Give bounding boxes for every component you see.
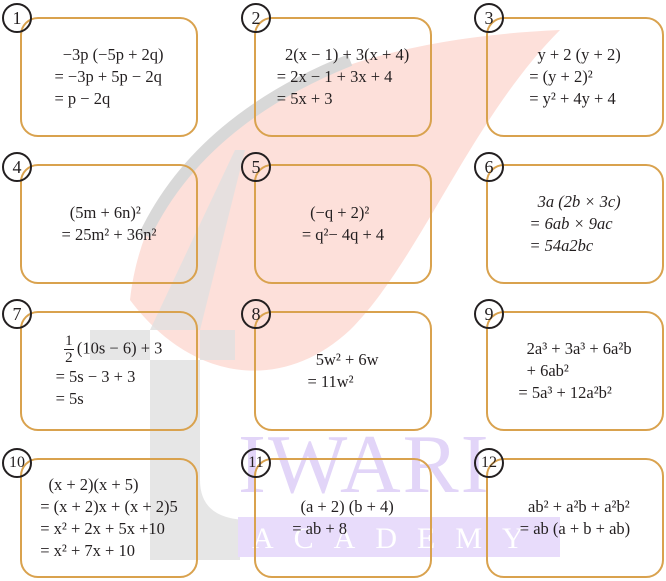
solution-line: 3a (2b × 3c) bbox=[529, 192, 621, 211]
solution-line: = 54a2bc bbox=[529, 236, 594, 255]
solution-line: (a + 2) (b + 4) bbox=[292, 497, 394, 516]
solution-line: + 6ab² bbox=[518, 361, 569, 380]
solution-line: = x² + 2x + 5x +10 bbox=[40, 519, 165, 538]
solution-steps: 2a³ + 3a³ + 6a²b + 6ab² = 5a³ + 12a²b² bbox=[518, 338, 631, 404]
problem-box: 3a (2b × 3c) = 6ab × 9ac = 54a2bc bbox=[486, 164, 664, 284]
problem-number-badge: 2 bbox=[241, 3, 271, 33]
problem-box: −3p (−5p + 2q) = −3p + 5p − 2q = p − 2q bbox=[20, 17, 198, 137]
solution-line: (5m + 6n)² bbox=[61, 203, 141, 222]
solution-steps: (x + 2)(x + 5) = (x + 2)x + (x + 2)5 = x² … bbox=[40, 474, 178, 562]
problem-box: y + 2 (y + 2) = (y + 2)² = y² + 4y + 4 bbox=[486, 17, 664, 137]
solution-steps: −3p (−5p + 2q) = −3p + 5p − 2q = p − 2q bbox=[54, 44, 163, 110]
solution-steps: (−q + 2)² = q²− 4q + 4 bbox=[302, 202, 384, 246]
solution-steps: (5m + 6n)² = 25m² + 36n² bbox=[62, 202, 157, 246]
solution-line: = (y + 2)² bbox=[529, 67, 593, 86]
solution-line: 2(x − 1) + 3(x + 4) bbox=[276, 45, 410, 64]
solution-line: = ab + 8 bbox=[292, 519, 348, 538]
problem-number-badge: 7 bbox=[2, 299, 32, 329]
fraction-numerator: 1 bbox=[65, 332, 73, 349]
solution-line: = 5a³ + 12a²b² bbox=[518, 383, 612, 402]
solution-line: = 5x + 3 bbox=[276, 89, 333, 108]
solution-line: y + 2 (y + 2) bbox=[529, 45, 621, 64]
problem-box: 2a³ + 3a³ + 6a²b + 6ab² = 5a³ + 12a²b² bbox=[486, 311, 664, 431]
solution-line: = 5s bbox=[55, 388, 84, 408]
problem-box: (−q + 2)² = q²− 4q + 4 bbox=[254, 164, 432, 284]
solution-line: = q²− 4q + 4 bbox=[301, 225, 385, 244]
problem-number-badge: 6 bbox=[474, 152, 504, 182]
solution-text: (10s − 6) + 3 bbox=[76, 337, 163, 357]
solution-line: = ab (a + b + ab) bbox=[519, 519, 631, 538]
problem-box: 2(x − 1) + 3(x + 4) = 2x − 1 + 3x + 4 = 5x… bbox=[254, 17, 432, 137]
problem-box: ab² + a²b + a²b² = ab (a + b + ab) bbox=[486, 458, 664, 578]
problem-number-badge: 12 bbox=[474, 448, 504, 478]
fraction-denominator: 2 bbox=[65, 349, 73, 366]
problem-number-badge: 1 bbox=[2, 3, 32, 33]
problem-box: (x + 2)(x + 5) = (x + 2)x + (x + 2)5 = x² … bbox=[20, 458, 198, 578]
solution-line: −3p (−5p + 2q) bbox=[54, 45, 164, 64]
solution-steps: ab² + a²b + a²b² = ab (a + b + ab) bbox=[520, 496, 630, 540]
solution-steps: (a + 2) (b + 4) = ab + 8 bbox=[292, 496, 394, 540]
solution-steps: 2(x − 1) + 3(x + 4) = 2x − 1 + 3x + 4 = 5x… bbox=[277, 44, 409, 110]
solution-line: = 5s − 3 + 3 bbox=[55, 366, 136, 386]
problem-number-badge: 10 bbox=[2, 448, 32, 478]
solution-steps: 5w² + 6w = 11w² bbox=[307, 349, 378, 393]
solution-line: 5w² + 6w bbox=[307, 350, 379, 369]
problem-number-badge: 11 bbox=[241, 448, 271, 478]
solution-line: = −3p + 5p − 2q bbox=[54, 67, 162, 86]
solution-line: = x² + 7x + 10 bbox=[40, 541, 135, 560]
solution-line: = y² + 4y + 4 bbox=[529, 89, 616, 108]
problem-box: 5w² + 6w = 11w² bbox=[254, 311, 432, 431]
solution-line: (−q + 2)² bbox=[301, 203, 370, 222]
fraction-bar bbox=[63, 348, 74, 350]
solution-line: 2a³ + 3a³ + 6a²b bbox=[518, 339, 632, 358]
solution-line: = 2x − 1 + 3x + 4 bbox=[276, 67, 393, 86]
solution-line: = (x + 2)x + (x + 2)5 bbox=[40, 497, 178, 516]
solution-steps: 3a (2b × 3c) = 6ab × 9ac = 54a2bc bbox=[529, 191, 620, 257]
solution-line: = 6ab × 9ac bbox=[529, 214, 613, 233]
solution-line: = 25m² + 36n² bbox=[61, 225, 157, 244]
solution-line: = p − 2q bbox=[54, 89, 111, 108]
problem-box: (a + 2) (b + 4) = ab + 8 bbox=[254, 458, 432, 578]
problem-box: (5m + 6n)² = 25m² + 36n² bbox=[20, 164, 198, 284]
solution-line: ab² + a²b + a²b² bbox=[519, 497, 630, 516]
problem-number-badge: 8 bbox=[241, 299, 271, 329]
solution-line: (x + 2)(x + 5) bbox=[40, 475, 139, 494]
solution-line: = 11w² bbox=[307, 372, 354, 391]
problem-number-badge: 3 bbox=[474, 3, 504, 33]
problem-number-badge: 5 bbox=[241, 152, 271, 182]
problem-number-badge: 9 bbox=[474, 299, 504, 329]
solution-steps: y + 2 (y + 2) = (y + 2)² = y² + 4y + 4 bbox=[529, 44, 620, 110]
problem-number-badge: 4 bbox=[2, 152, 32, 182]
